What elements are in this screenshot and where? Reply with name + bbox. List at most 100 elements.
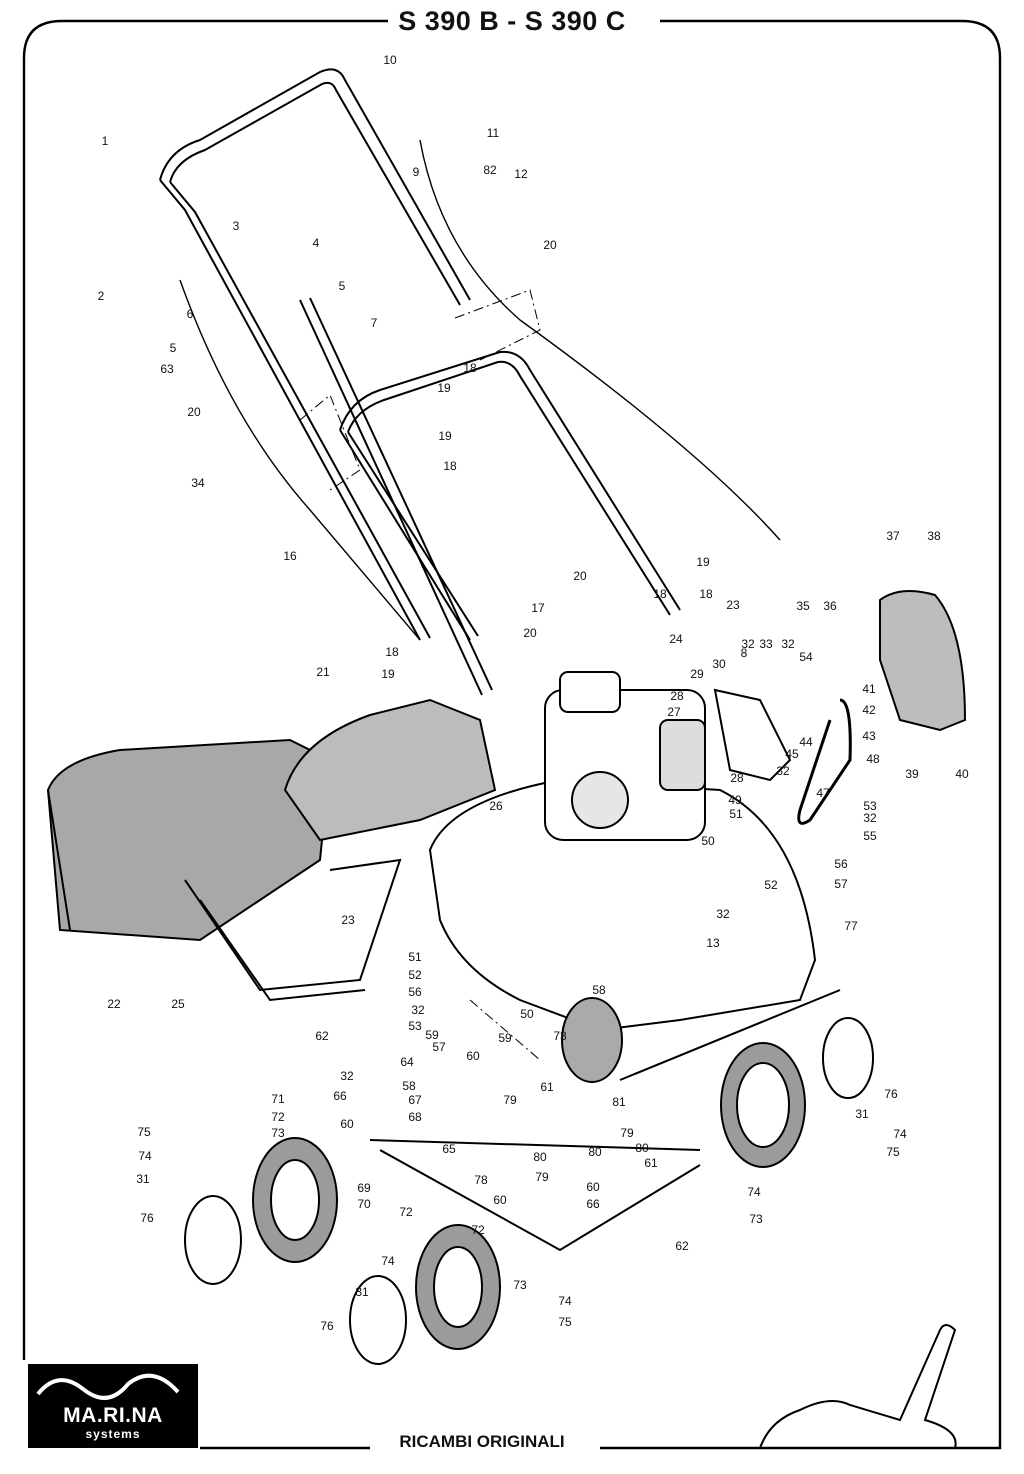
grass-bag — [46, 738, 402, 1002]
axles — [369, 989, 841, 1252]
part-callout: 32 — [776, 764, 790, 778]
part-callout: 20 — [523, 626, 537, 640]
part-callout: 32 — [741, 637, 755, 651]
part-callout: 32 — [340, 1069, 354, 1083]
brand-tagline: systems — [85, 1427, 141, 1441]
part-callout: 17 — [531, 601, 545, 615]
part-callout: 19 — [438, 429, 452, 443]
part-callout: 74 — [558, 1294, 572, 1308]
part-callout: 71 — [271, 1092, 285, 1106]
part-callout: 11 — [487, 126, 500, 140]
part-callout: 80 — [588, 1145, 602, 1159]
mower-silhouette — [759, 1324, 957, 1449]
part-callout: 76 — [320, 1319, 334, 1333]
part-callout: 74 — [381, 1254, 395, 1268]
part-callout: 8 — [741, 646, 748, 660]
part-callout: 81 — [612, 1095, 626, 1109]
part-callout: 44 — [799, 735, 813, 749]
part-callout: 28 — [670, 689, 684, 703]
part-callout: 49 — [728, 793, 742, 807]
part-callout: 9 — [413, 165, 420, 179]
part-callout: 28 — [730, 771, 744, 785]
part-callout: 55 — [863, 829, 877, 843]
part-callout: 69 — [357, 1181, 371, 1195]
part-callout: 29 — [690, 667, 704, 681]
part-callout: 20 — [573, 569, 587, 583]
part-callout: 75 — [137, 1125, 151, 1139]
part-callout: 76 — [140, 1211, 154, 1225]
part-callout: 21 — [316, 665, 330, 679]
part-callout: 16 — [283, 549, 297, 563]
part-callout: 32 — [411, 1003, 425, 1017]
part-callout: 19 — [696, 555, 710, 569]
part-callout: 72 — [399, 1205, 413, 1219]
belt-cover — [879, 590, 967, 732]
part-callout: 57 — [834, 877, 848, 891]
part-callout: 37 — [886, 529, 900, 543]
part-callout: 61 — [540, 1080, 554, 1094]
part-callout: 31 — [136, 1172, 150, 1186]
brand-name: MA.RI.NA — [63, 1404, 163, 1427]
part-callout: 73 — [553, 1029, 567, 1043]
rear-flap — [283, 698, 497, 842]
part-callout: 20 — [543, 238, 557, 252]
part-callout: 42 — [862, 703, 876, 717]
wheels — [184, 1017, 874, 1365]
part-callout: 74 — [138, 1149, 152, 1163]
part-callout: 27 — [667, 705, 681, 719]
part-callout: 24 — [669, 632, 683, 646]
part-callout: 18 — [463, 361, 477, 375]
blade-disc — [561, 997, 623, 1083]
part-callout: 32 — [781, 637, 795, 651]
part-callout: 52 — [764, 878, 778, 892]
part-callout: 32 — [863, 811, 877, 825]
part-callout: 2 — [98, 289, 105, 303]
pulley-plate — [713, 688, 792, 782]
part-callout: 18 — [653, 587, 667, 601]
part-callout: 79 — [503, 1093, 517, 1107]
part-callout: 33 — [759, 637, 773, 651]
part-callout: 52 — [408, 968, 422, 982]
part-callout: 60 — [586, 1180, 600, 1194]
part-callout: 39 — [905, 767, 919, 781]
part-callout: 31 — [355, 1285, 369, 1299]
part-callout: 23 — [341, 913, 355, 927]
part-callout: 35 — [796, 599, 810, 613]
part-callout: 38 — [927, 529, 941, 543]
part-callout: 62 — [675, 1239, 689, 1253]
part-callout: 56 — [408, 985, 422, 999]
part-callout: 18 — [443, 459, 457, 473]
part-callout: 61 — [644, 1156, 658, 1170]
part-callout: 19 — [381, 667, 395, 681]
part-callout: 78 — [474, 1173, 488, 1187]
part-callout: 59 — [498, 1031, 512, 1045]
part-callout: 72 — [471, 1223, 485, 1237]
part-callout: 53 — [408, 1019, 422, 1033]
part-callout: 30 — [712, 657, 726, 671]
brand-logo: MA.RI.NA systems — [28, 1364, 198, 1448]
part-callout: 5 — [170, 341, 177, 355]
part-callout: 74 — [747, 1185, 761, 1199]
part-callout: 50 — [520, 1007, 534, 1021]
part-callout: 1 — [102, 134, 109, 148]
part-callout: 48 — [866, 752, 880, 766]
part-callout: 76 — [884, 1087, 898, 1101]
part-callout: 36 — [823, 599, 837, 613]
part-callout: 47 — [816, 786, 830, 800]
part-callout: 66 — [333, 1089, 347, 1103]
part-callout: 82 — [483, 163, 497, 177]
part-callout: 34 — [191, 476, 205, 490]
part-callout: 5 — [339, 279, 346, 293]
part-callout: 13 — [706, 936, 720, 950]
cables — [179, 139, 781, 641]
part-callout: 22 — [107, 997, 121, 1011]
handle-assembly — [159, 68, 681, 696]
part-callout: 68 — [408, 1110, 422, 1124]
part-callout: 80 — [533, 1150, 547, 1164]
part-callout: 73 — [749, 1212, 763, 1226]
part-callout: 53 — [863, 799, 877, 813]
part-callout: 75 — [886, 1145, 900, 1159]
part-callout: 32 — [716, 907, 730, 921]
part-callout: 58 — [592, 983, 606, 997]
